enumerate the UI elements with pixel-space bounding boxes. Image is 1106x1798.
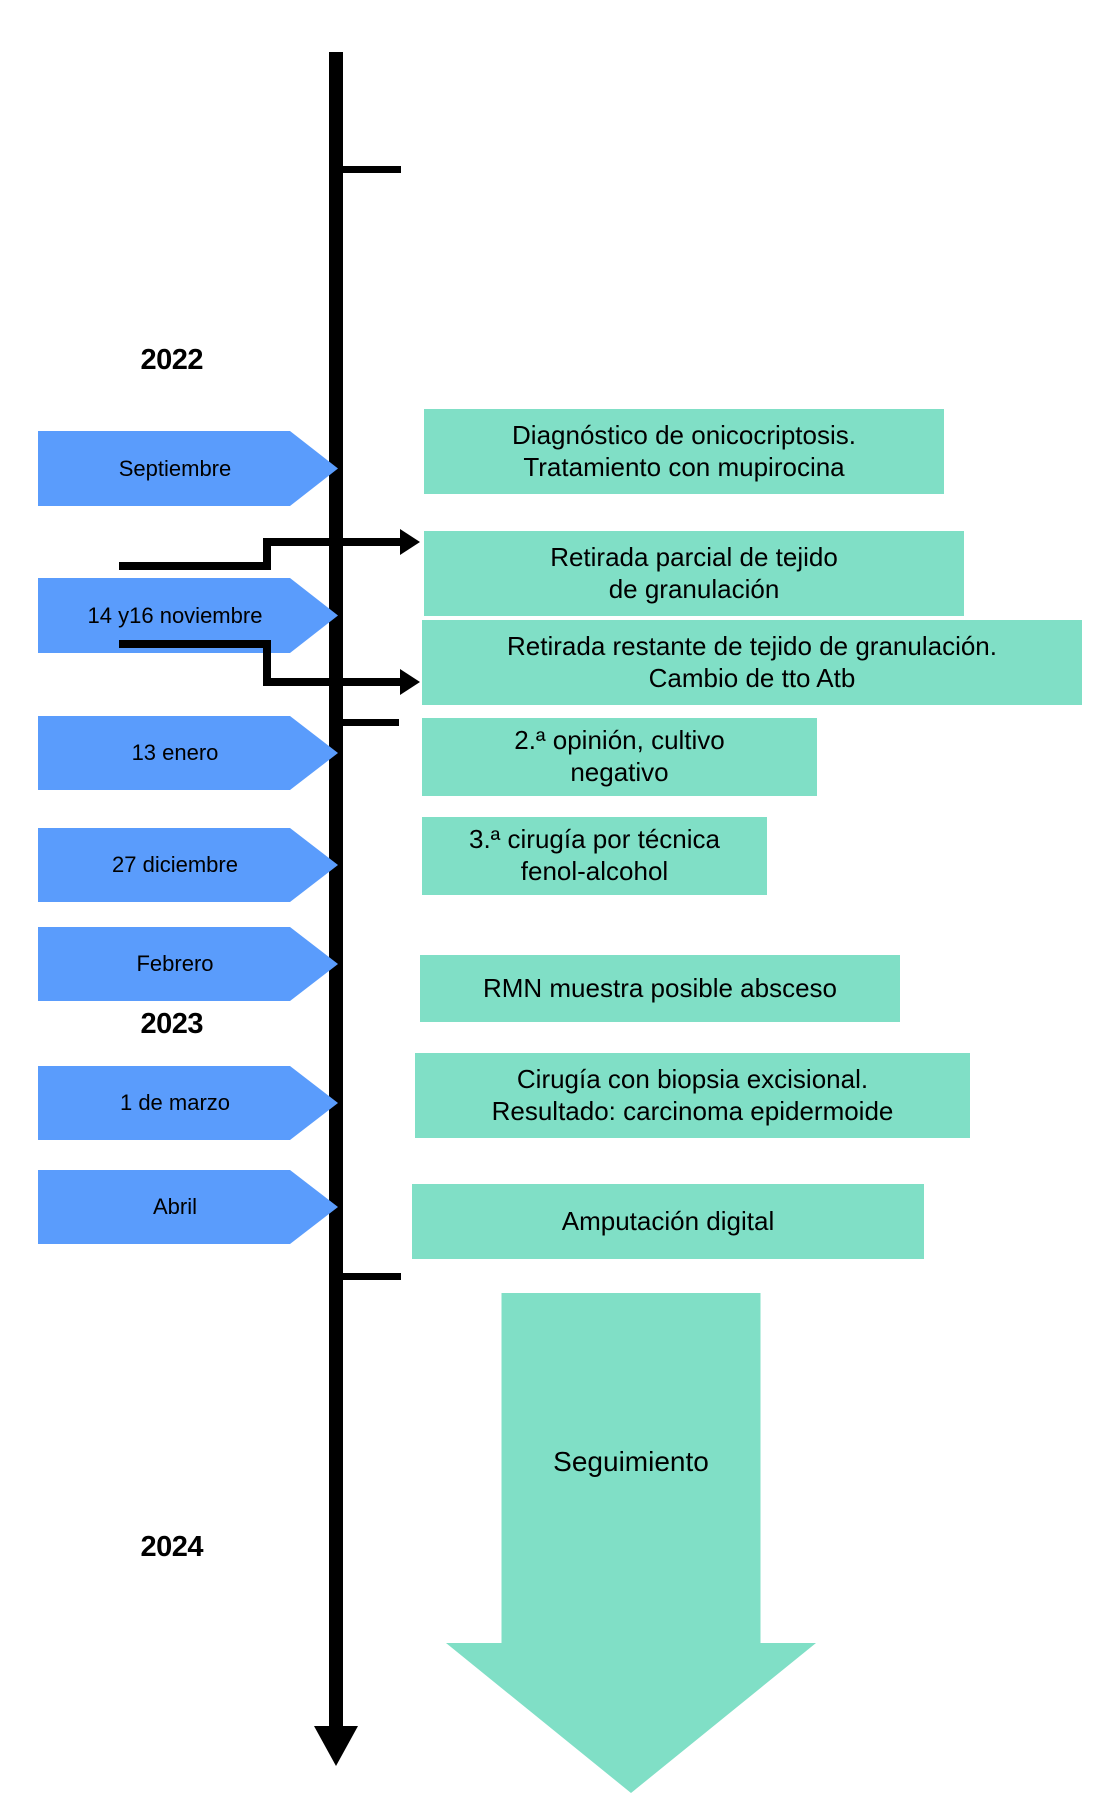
connector-noviembre-lower-horizontal-upper xyxy=(119,640,271,648)
event-box-diagnostico: Diagnóstico de onicocriptosis. Tratamien… xyxy=(424,409,944,494)
date-marker-27-diciembre[interactable]: 27 diciembre xyxy=(38,828,338,902)
event-box-text: RMN muestra posible absceso xyxy=(482,972,838,1003)
date-marker-1-de-marzo[interactable]: 1 de marzo xyxy=(38,1066,338,1140)
event-box-rmn-absceso: RMN muestra posible absceso xyxy=(420,955,900,1022)
connector-noviembre-upper-horizontal-lower xyxy=(119,562,271,570)
timeline-axis-arrowhead-icon xyxy=(314,1726,358,1766)
date-marker-septiembre[interactable]: Septiembre xyxy=(38,431,338,506)
date-marker-label: Abril xyxy=(152,1194,197,1219)
year-label-2023: 2023 xyxy=(140,1008,203,1040)
event-box-text: Amputación digital xyxy=(561,1205,775,1236)
date-marker-13-enero[interactable]: 13 enero xyxy=(38,716,338,790)
timeline-tick-middle xyxy=(329,719,399,726)
followup-down-arrow-icon xyxy=(446,1293,816,1793)
event-box-text: Diagnóstico de onicocriptosis. Tratamien… xyxy=(512,419,856,482)
event-box-tercera-cirugia: 3.ª cirugía por técnica fenol-alcohol xyxy=(422,817,767,895)
year-label-2022: 2022 xyxy=(140,344,203,376)
connector-noviembre-upper-vertical xyxy=(263,538,271,570)
event-box-cirugia-biopsia: Cirugía con biopsia excisional. Resultad… xyxy=(415,1053,970,1138)
followup-label: Seguimiento xyxy=(553,1446,709,1477)
date-marker-label: Febrero xyxy=(136,951,214,976)
event-box-amputacion-digital: Amputación digital xyxy=(412,1184,924,1259)
timeline-axis-shaft xyxy=(329,52,343,1738)
year-label-2024: 2024 xyxy=(140,1531,203,1563)
timeline-tick-bottom xyxy=(329,1273,401,1280)
connector-noviembre-upper-arrowhead-icon xyxy=(400,529,420,555)
connector-noviembre-lower-arrowhead-icon xyxy=(400,669,420,695)
date-marker-label: 1 de marzo xyxy=(119,1090,231,1115)
event-box-text: 2.ª opinión, cultivo negativo xyxy=(514,725,725,787)
date-marker-label: 14 y16 noviembre xyxy=(87,602,263,628)
date-marker-label: Septiembre xyxy=(118,455,232,481)
event-box-retirada-parcial: Retirada parcial de tejido de granulació… xyxy=(424,531,964,616)
event-box-text: Retirada restante de tejido de granulaci… xyxy=(507,630,997,693)
connector-noviembre-lower-vertical xyxy=(263,640,271,686)
event-box-segunda-opinion: 2.ª opinión, cultivo negativo xyxy=(422,718,817,796)
date-marker-abril[interactable]: Abril xyxy=(38,1170,338,1244)
timeline-tick-top xyxy=(329,166,401,173)
connector-noviembre-lower-horizontal-lower xyxy=(263,678,408,686)
date-marker-label: 27 diciembre xyxy=(112,852,238,877)
connector-noviembre-upper-horizontal-upper xyxy=(263,538,408,546)
event-box-retirada-restante: Retirada restante de tejido de granulaci… xyxy=(422,620,1082,705)
event-box-text: 3.ª cirugía por técnica fenol-alcohol xyxy=(469,824,720,886)
date-marker-label: 13 enero xyxy=(131,740,219,765)
event-box-text: Retirada parcial de tejido de granulació… xyxy=(550,541,838,604)
event-box-text: Cirugía con biopsia excisional. Resultad… xyxy=(491,1063,894,1126)
date-marker-febrero[interactable]: Febrero xyxy=(38,927,338,1001)
